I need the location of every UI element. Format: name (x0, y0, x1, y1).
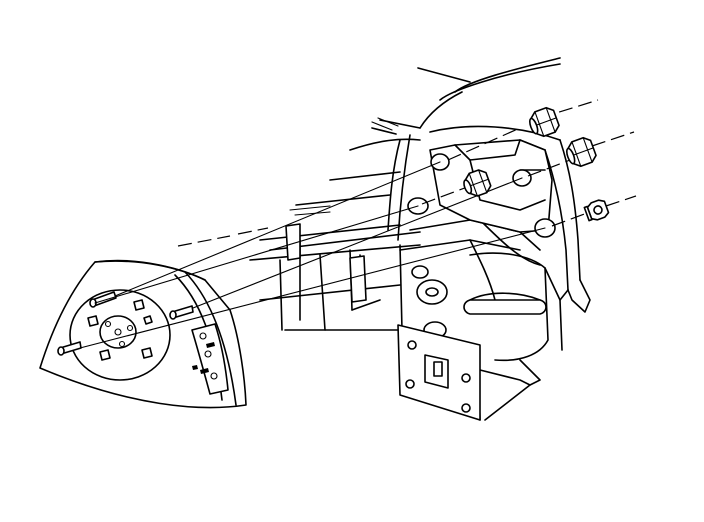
hex-nut-icon (528, 106, 560, 138)
nut-middle (565, 136, 597, 168)
alignment-lines (79, 99, 637, 349)
rear-panel-bracket (397, 324, 481, 421)
hex-nut-icon (583, 199, 610, 222)
lamp-mounting-bracket (429, 139, 556, 238)
vehicle-body-structure (249, 57, 591, 421)
tail-lamp-assembly (39, 259, 247, 409)
nut-lower (583, 199, 610, 222)
hex-nut-icon (463, 169, 492, 197)
nut-inner (463, 169, 492, 197)
nut-upper (528, 106, 560, 138)
hex-nut-icon (565, 136, 597, 168)
